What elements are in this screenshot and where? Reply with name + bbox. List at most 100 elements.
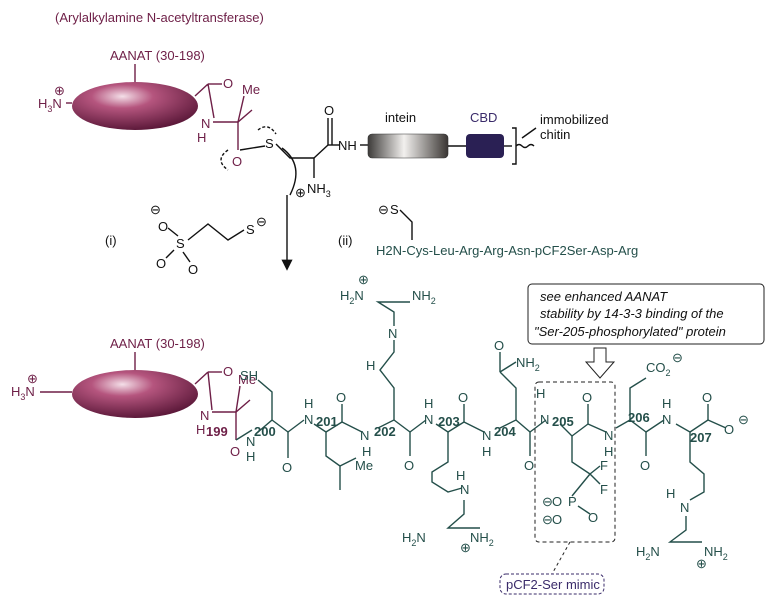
fluorine: F: [600, 458, 608, 473]
minus-charge: ⊖: [542, 512, 553, 527]
protein-label-bottom: AANAT (30-198): [110, 336, 205, 351]
carbonyl-o: O: [458, 390, 468, 405]
bond: [645, 419, 665, 433]
curly-arrow: [257, 126, 277, 135]
bond: [167, 227, 179, 237]
bond: [182, 251, 191, 263]
immobilized-label: immobilized: [540, 112, 609, 127]
bond: [377, 340, 395, 429]
leu-me: Me: [355, 458, 373, 473]
cys-o: O: [324, 103, 334, 118]
bond: [399, 209, 413, 240]
bond: [571, 423, 589, 437]
plus-charge: ⊕: [696, 556, 707, 571]
aanat-protein-ellipse-bottom: [72, 370, 198, 418]
carbonyl-o: O: [223, 76, 233, 91]
bond: [213, 109, 253, 123]
mimic-label-box: [499, 573, 605, 595]
bond: [499, 371, 517, 429]
amide-n: N: [200, 408, 209, 423]
residue-number: 201: [316, 414, 338, 429]
bond: [446, 500, 480, 529]
guanidine-n: N: [460, 482, 469, 497]
amide-h: H: [482, 444, 491, 459]
mesna-o2: O: [156, 256, 166, 271]
bond: [571, 473, 591, 497]
plus-charge: ⊕: [460, 540, 471, 555]
amide-h: H: [304, 396, 313, 411]
carbonyl-o: O: [230, 444, 240, 459]
amide-n: N: [201, 116, 210, 131]
minus-charge: ⊖: [256, 214, 267, 229]
bond: [287, 419, 305, 433]
amide-h: H: [197, 130, 206, 145]
bond: [207, 83, 215, 119]
guanidine-n: N: [388, 326, 397, 341]
bond: [559, 423, 591, 475]
bond: [207, 371, 213, 411]
curly-arrow: [220, 149, 229, 171]
amide-n: N: [360, 428, 369, 443]
residue-number: 207: [690, 430, 712, 445]
curly-arrow: [281, 147, 297, 196]
callout-arrow: [584, 347, 616, 379]
bond: [239, 145, 266, 151]
thiol-sh: SH: [240, 368, 258, 383]
amide-h: H: [424, 396, 433, 411]
aanat-protein-ellipse-top: [72, 82, 198, 130]
chitin-label: chitin: [540, 127, 570, 142]
amide-h: H: [604, 444, 613, 459]
nh2-label: NH2: [704, 544, 728, 562]
minus-charge: ⊖: [738, 412, 749, 427]
amine-label: H3N: [11, 384, 35, 402]
amide-n: N: [424, 412, 433, 427]
carbonyl-o: O: [582, 390, 592, 405]
carbonyl-o: O: [282, 460, 292, 475]
nh3-label: NH3: [307, 181, 331, 199]
bond: [313, 423, 341, 490]
nh2-label: NH2: [470, 530, 494, 548]
bond: [707, 419, 727, 429]
bond: [325, 421, 343, 433]
residue-number: 204: [494, 424, 516, 439]
mesna-s: S: [176, 236, 185, 251]
bond: [313, 144, 329, 159]
amide-h: H: [662, 396, 671, 411]
carbonyl-o: O: [223, 364, 233, 379]
bond: [615, 377, 647, 429]
amide-h: H: [196, 422, 205, 437]
bond: [589, 473, 601, 485]
bond: [589, 465, 601, 475]
nh2-label: H2N: [402, 530, 426, 548]
bond: [375, 301, 410, 326]
amide-h: H: [366, 358, 375, 373]
reagent-i-label: (i): [105, 233, 117, 248]
amide-h: H: [456, 468, 465, 483]
nh2-label: NH2: [516, 355, 540, 373]
mimic-highlight-box: [534, 381, 616, 543]
cbd-block: [466, 134, 504, 158]
carbonyl-o: O: [524, 458, 534, 473]
methyl-me: Me: [238, 372, 256, 387]
amide-n: N: [304, 412, 313, 427]
bond: [257, 379, 273, 433]
carbonyl-o: O: [494, 338, 504, 353]
methyl-me: Me: [242, 82, 260, 97]
carboxylate-o: O: [724, 422, 734, 437]
peptide-thiolate-s: S: [390, 202, 399, 217]
bond: [521, 127, 537, 139]
bond: [393, 419, 411, 433]
carboxylate: CO2: [646, 360, 671, 378]
amide-h: H: [362, 444, 371, 459]
mesna-o: O: [158, 219, 168, 234]
chitin-squiggle: [515, 143, 535, 149]
bond: [499, 361, 517, 373]
peptide-sequence: H2N-Cys-Leu-Arg-Arg-Asn-pCF2Ser-Asp-Arg: [376, 243, 638, 258]
bond: [235, 429, 253, 441]
bond: [629, 419, 647, 433]
carbonyl-o: O: [336, 390, 346, 405]
amide-n: N: [604, 428, 613, 443]
amide-n: N: [540, 412, 549, 427]
amine-label: H3N: [38, 96, 62, 114]
